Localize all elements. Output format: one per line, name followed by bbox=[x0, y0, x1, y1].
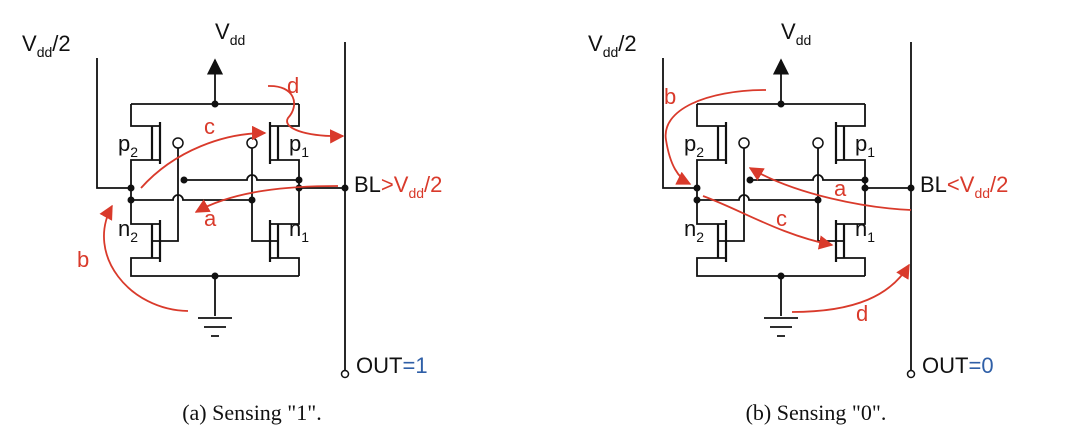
p1-label-b: p1 bbox=[855, 131, 875, 160]
bitline-label-b: BL<Vdd/2 bbox=[920, 172, 1008, 201]
arrow-c-a bbox=[140, 125, 267, 189]
p2-label-a: p2 bbox=[118, 131, 138, 160]
circuit-a bbox=[97, 42, 349, 378]
arrow-a-b bbox=[748, 167, 912, 211]
output-label-b: OUT=0 bbox=[922, 353, 994, 378]
arrow-d-label-a: d bbox=[287, 73, 299, 98]
circuit-b bbox=[663, 42, 915, 378]
p2-label-b: p2 bbox=[684, 131, 704, 160]
output-label-a: OUT=1 bbox=[356, 353, 428, 378]
arrow-b-a bbox=[99, 204, 189, 312]
arrow-c-label-a: c bbox=[204, 114, 215, 139]
vdd-label-b: Vdd bbox=[781, 19, 811, 48]
n1-label-a: n1 bbox=[289, 216, 309, 245]
panel-a: Vdd/2 Vdd p2 p1 n2 n1 BL>Vdd/2 OUT=1 c a… bbox=[22, 19, 442, 425]
n1-label-b: n1 bbox=[855, 216, 875, 245]
arrow-d-b bbox=[791, 263, 910, 313]
arrow-d-a bbox=[267, 85, 345, 144]
n2-label-b: n2 bbox=[684, 216, 704, 245]
arrow-a-label-b: a bbox=[834, 176, 847, 201]
arrow-a-label-a: a bbox=[204, 206, 217, 231]
n2-label-a: n2 bbox=[118, 216, 138, 245]
vdd-label-a: Vdd bbox=[215, 19, 245, 48]
arrow-c-b bbox=[702, 195, 834, 250]
vdd-half-label-a: Vdd/2 bbox=[22, 31, 71, 60]
arrow-c-label-b: c bbox=[776, 206, 787, 231]
panel-b: Vdd/2 Vdd p2 p1 n2 n1 BL<Vdd/2 OUT=0 b a… bbox=[588, 19, 1008, 425]
vdd-half-label-b: Vdd/2 bbox=[588, 31, 637, 60]
caption-a: (a) Sensing "1". bbox=[182, 400, 322, 425]
p1-label-a: p1 bbox=[289, 131, 309, 160]
arrow-a-a bbox=[194, 185, 339, 213]
caption-b: (b) Sensing "0". bbox=[746, 400, 887, 425]
arrow-b-label-b: b bbox=[664, 84, 676, 109]
arrow-d-label-b: d bbox=[856, 301, 868, 326]
arrow-b-b bbox=[664, 89, 767, 185]
bitline-label-a: BL>Vdd/2 bbox=[354, 172, 442, 201]
arrow-b-label-a: b bbox=[77, 247, 89, 272]
